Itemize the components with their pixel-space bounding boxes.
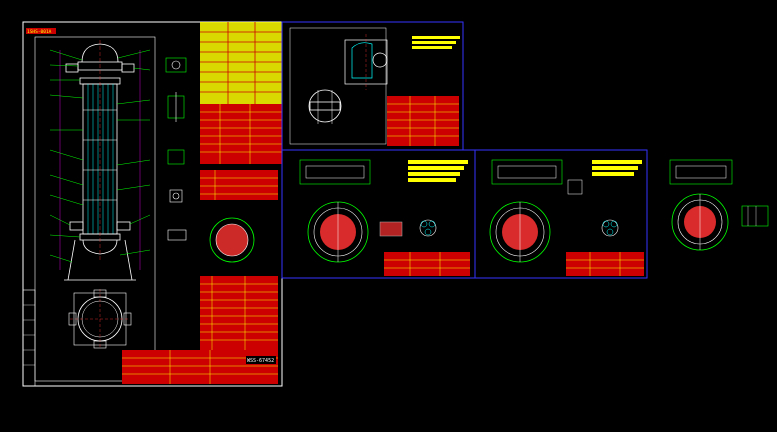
tubesheet-view-main xyxy=(209,217,255,263)
detail-views-column xyxy=(165,57,187,241)
vertical-heat-exchanger xyxy=(64,40,136,281)
plan-view-ring xyxy=(68,289,132,349)
leader-lines-right xyxy=(116,49,151,256)
leader-lines-left xyxy=(49,49,84,263)
shell-section-sheet xyxy=(281,21,464,151)
shell-notes xyxy=(412,36,460,49)
tube-sheet-b xyxy=(474,149,648,279)
title-block-main: WSS-67452 xyxy=(122,350,278,384)
parts-list-table xyxy=(200,276,278,350)
tube-sheet-c xyxy=(669,159,769,251)
notes-block xyxy=(200,22,282,104)
tube-sheet-a xyxy=(281,149,476,279)
shell-table xyxy=(387,96,459,146)
data-table-middle xyxy=(200,170,278,200)
sheet-code: 1SHS-001A xyxy=(27,29,52,35)
title-block-code: WSS-67452 xyxy=(247,358,274,364)
data-table-upper xyxy=(200,104,282,164)
main-assembly-sheet: 1SHS-001A xyxy=(22,21,283,387)
